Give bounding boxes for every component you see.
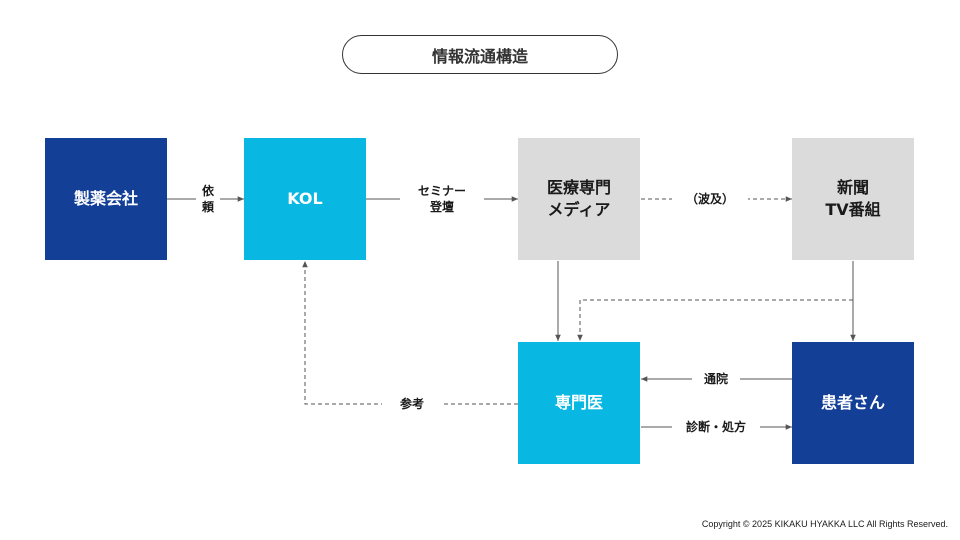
node-patient: 患者さん	[792, 342, 914, 464]
label-diagnosis: 診断・処方	[672, 419, 760, 435]
node-medical-media: 医療専門 メディア	[518, 138, 640, 260]
node-pharma: 製薬会社	[45, 138, 167, 260]
copyright-text: Copyright © 2025 KIKAKU HYAKKA LLC All R…	[701, 519, 948, 529]
node-news-tv: 新聞 TV番組	[792, 138, 914, 260]
arrow-news-to-specialist	[577, 299, 853, 341]
arrow-specialist-to-kol	[302, 261, 518, 405]
label-visit: 通院	[692, 371, 740, 387]
label-reference: 参考	[382, 396, 442, 412]
node-specialist: 専門医	[518, 342, 640, 464]
node-kol: KOL	[244, 138, 366, 260]
diagram-title: 情報流通構造	[342, 35, 618, 74]
label-request: 依 頼	[196, 183, 220, 215]
label-seminar: セミナー 登壇	[400, 183, 484, 215]
label-spread: （波及）	[672, 191, 748, 207]
